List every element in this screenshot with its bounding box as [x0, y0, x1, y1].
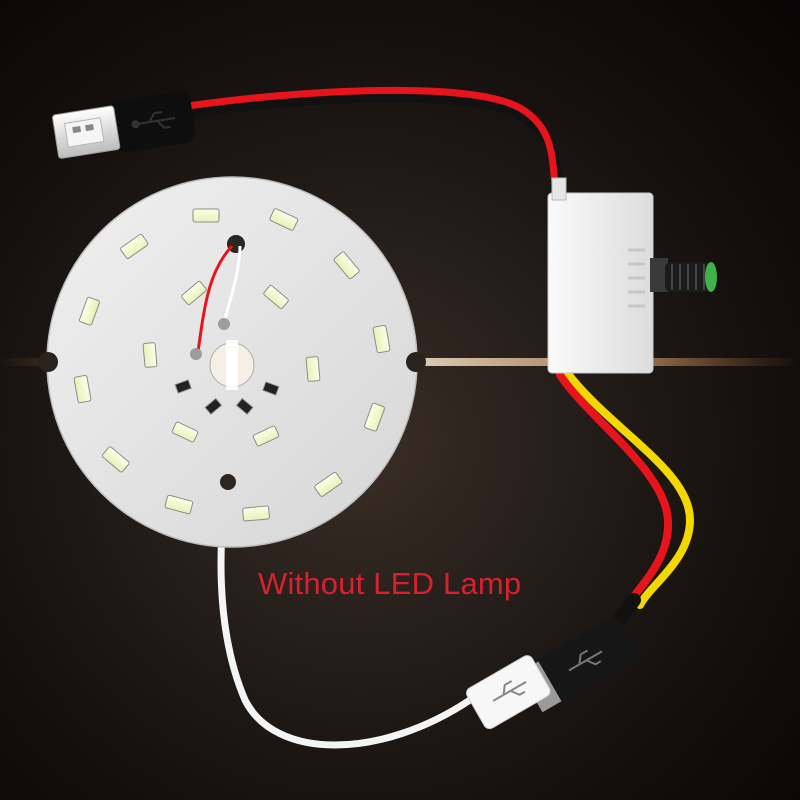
led-chip [73, 208, 391, 522]
dimmer-module [547, 177, 717, 374]
resistor [174, 379, 280, 416]
usb-symbol-icon [131, 111, 176, 129]
led-board [38, 176, 426, 548]
output-wire [556, 366, 695, 639]
dimmer-knob [650, 258, 717, 292]
usb-symbol-icon [492, 680, 527, 702]
usb-symbol-icon [568, 649, 603, 672]
usb-male-plug-white [466, 655, 551, 730]
caption-text: Without LED Lamp [258, 566, 522, 601]
led-chip [142, 281, 321, 447]
input-wire [184, 86, 564, 200]
usb-male-plug [52, 90, 196, 159]
